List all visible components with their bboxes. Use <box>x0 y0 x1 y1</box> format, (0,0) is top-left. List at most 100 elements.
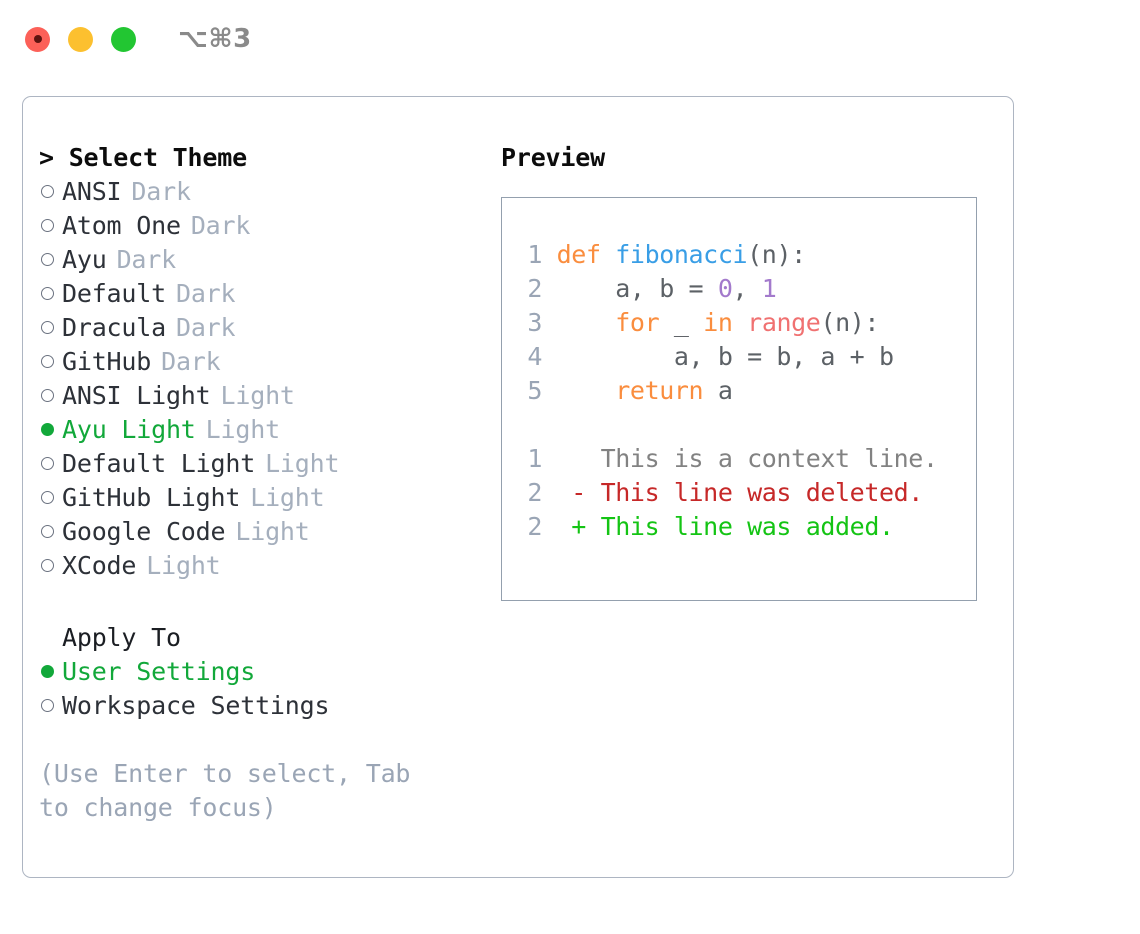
code-token: range <box>747 308 821 337</box>
theme-variant-tag: Dark <box>131 177 191 206</box>
code-token <box>733 308 748 337</box>
diff-sample: 1 This is a context line.2 - This line w… <box>520 442 976 544</box>
theme-option-label: ANSI Light <box>62 381 211 410</box>
theme-option[interactable]: ANSI Dark <box>39 175 485 209</box>
line-number: 5 <box>527 376 542 405</box>
code-line: 1 def fibonacci(n): <box>520 238 976 272</box>
line-number: 2 <box>527 478 542 507</box>
code-diff-separator <box>520 408 976 442</box>
radio-unselected-icon <box>39 447 62 481</box>
radio-selected-icon <box>39 655 62 689</box>
theme-option[interactable]: GitHub Light Light <box>39 481 485 515</box>
apply-to-heading: Apply To <box>62 623 181 652</box>
theme-variant-tag: Light <box>250 483 325 512</box>
line-number: 4 <box>527 342 542 371</box>
code-token <box>557 308 616 337</box>
keyboard-hint: (Use Enter to select, Tab to change focu… <box>39 759 411 822</box>
code-line: 2 a, b = 0, 1 <box>520 272 976 306</box>
diff-text: This is a context line. <box>556 444 938 473</box>
theme-variant-tag: Light <box>146 551 221 580</box>
theme-option-label: Dracula <box>62 313 166 342</box>
theme-variant-tag: Dark <box>116 245 177 274</box>
theme-variant-tag: Light <box>265 449 340 478</box>
radio-unselected-icon <box>39 515 62 549</box>
theme-variant-tag: Light <box>205 415 280 444</box>
code-token: 0 <box>717 274 733 303</box>
code-token: return <box>615 376 704 405</box>
code-token: (n): <box>747 240 806 269</box>
theme-option-label: GitHub <box>62 347 152 376</box>
diff-line: 1 This is a context line. <box>520 442 976 476</box>
code-token: a <box>703 376 733 405</box>
theme-option[interactable]: Default Dark <box>39 277 485 311</box>
theme-option[interactable]: Ayu Dark <box>39 243 485 277</box>
code-line: 3 for _ in range(n): <box>520 306 976 340</box>
theme-variant-tag: Dark <box>175 279 236 308</box>
theme-variant-tag: Light <box>220 381 295 410</box>
theme-option[interactable]: Dracula Dark <box>39 311 485 345</box>
code-token: a, b = <box>556 274 718 303</box>
keyboard-shortcut-label: ⌥⌘3 <box>178 24 252 54</box>
radio-unselected-icon <box>39 175 62 209</box>
minimize-button[interactable] <box>68 26 93 52</box>
theme-option[interactable]: XCode Light <box>39 549 485 583</box>
theme-variant-tag: Light <box>235 517 310 546</box>
theme-variant-tag: Dark <box>175 313 236 342</box>
theme-option[interactable]: Atom One Dark <box>39 209 485 243</box>
code-token: fibonacci <box>615 240 748 269</box>
radio-unselected-icon <box>39 549 62 583</box>
line-number: 2 <box>527 512 542 541</box>
radio-selected-icon <box>39 413 62 447</box>
code-token: a, b = b, a + b <box>556 342 894 371</box>
line-number: 2 <box>527 274 542 303</box>
apply-to-option[interactable]: User Settings <box>39 655 485 689</box>
code-line: 5 return a <box>520 374 976 408</box>
theme-option[interactable]: GitHub Dark <box>39 345 485 379</box>
radio-unselected-icon <box>39 277 62 311</box>
theme-variant-tag: Dark <box>161 347 221 376</box>
code-token: for <box>615 308 660 337</box>
theme-option-label: Default <box>62 279 166 308</box>
theme-option-label: GitHub Light <box>62 483 241 512</box>
theme-option-label: XCode <box>62 551 137 580</box>
code-token <box>557 376 616 405</box>
window-controls <box>25 26 136 52</box>
code-token: def <box>556 240 616 269</box>
theme-option[interactable]: ANSI Light Light <box>39 379 485 413</box>
diff-line: 2 + This line was added. <box>520 510 976 544</box>
theme-option-label: Ayu <box>62 245 107 274</box>
radio-unselected-icon <box>39 209 62 243</box>
diff-text: + This line was added. <box>556 512 894 541</box>
theme-option-label: Atom One <box>62 211 181 240</box>
diff-text: - This line was deleted. <box>556 478 923 507</box>
code-token: in <box>703 308 733 337</box>
line-number: 1 <box>527 240 542 269</box>
code-line: 4 a, b = b, a + b <box>520 340 976 374</box>
line-number: 1 <box>527 444 542 473</box>
radio-unselected-icon <box>39 345 62 379</box>
apply-to-option[interactable]: Workspace Settings <box>39 689 485 723</box>
code-token: (n): <box>820 308 880 337</box>
preview-column: Preview 1 def fibonacci(n):2 a, b = 0, 1… <box>485 141 1013 825</box>
diff-line: 2 - This line was deleted. <box>520 476 976 510</box>
theme-variant-tag: Dark <box>190 211 251 240</box>
radio-unselected-icon <box>39 243 62 277</box>
preview-heading: Preview <box>501 143 605 172</box>
radio-unselected-icon <box>39 311 62 345</box>
radio-unselected-icon <box>39 481 62 515</box>
maximize-button[interactable] <box>111 26 136 52</box>
code-token: , <box>732 274 762 303</box>
code-token: _ <box>659 308 704 337</box>
theme-option-label: ANSI <box>62 177 122 206</box>
close-button[interactable] <box>25 26 50 52</box>
radio-unselected-icon <box>39 379 62 413</box>
